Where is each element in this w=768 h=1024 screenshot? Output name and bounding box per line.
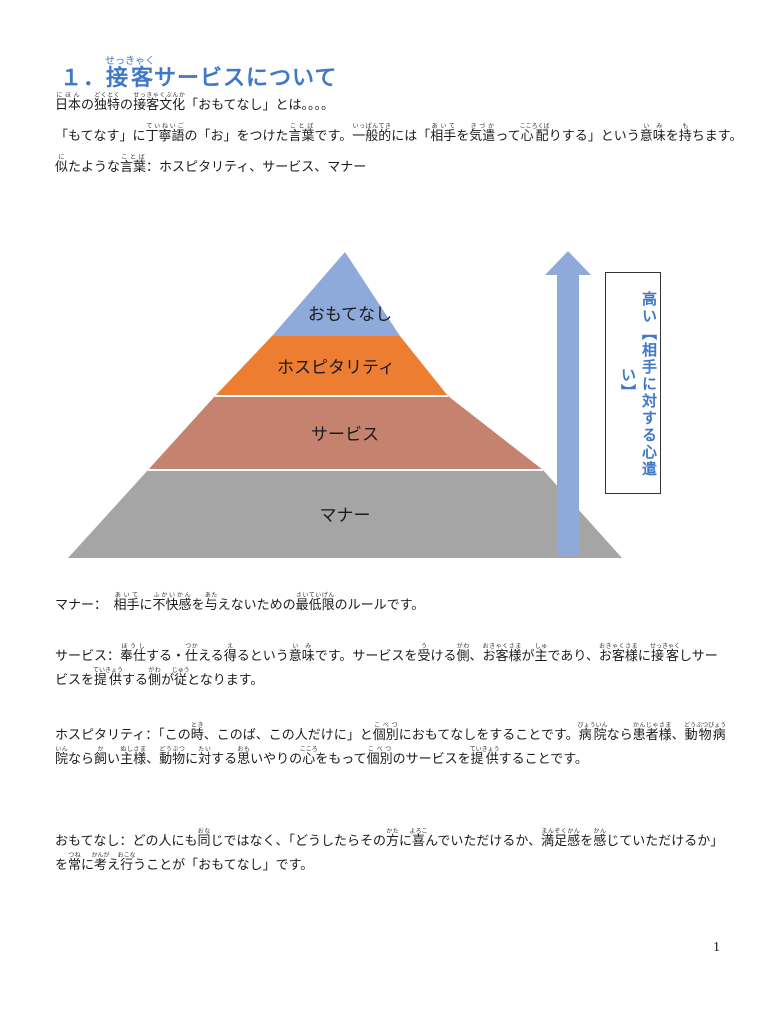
furigana-word: 患者様かんじゃさま bbox=[632, 722, 672, 743]
furigana-word: 持も bbox=[678, 123, 692, 144]
furigana-word: 一般的いっぱんてき bbox=[352, 123, 392, 144]
definition-manner: マナー： 相手あいてに不快感ふかいかんを与あたえないための最低限さいていげんのル… bbox=[55, 592, 425, 613]
pyramid-level-service bbox=[148, 396, 543, 470]
furigana-word: 奉仕ほうし bbox=[120, 643, 147, 664]
furigana-word: 不快感ふかいかん bbox=[152, 592, 192, 613]
side-label-box: 高い【相手に対する心遣い】 bbox=[605, 272, 661, 494]
furigana-word: 仕つか bbox=[185, 643, 199, 664]
furigana-word: 個別こべつ bbox=[372, 722, 399, 743]
pyramid-level-manner bbox=[68, 470, 622, 558]
title-rest: サービスについて bbox=[154, 66, 338, 91]
furigana-word: 方かた bbox=[386, 828, 400, 849]
furigana-word: 満足感まんぞくかん bbox=[541, 828, 581, 849]
furigana-word: 意味いみ bbox=[639, 123, 666, 144]
furigana-word: 独特どくとく bbox=[94, 92, 121, 113]
furigana-word: 考かんが bbox=[91, 852, 110, 873]
furigana-word: 常つね bbox=[68, 852, 82, 873]
furigana-word: 動物どうぶつ bbox=[159, 746, 186, 767]
definition-omotenashi: おもてなし：どの人にも同おなじではなく、「どうしたらその方かたに喜よろこんでいた… bbox=[55, 828, 724, 873]
definition-service: サービス：奉仕ほうしする・仕つかえる得えるという意味いみです。サービスを受うける… bbox=[55, 643, 718, 688]
furigana-word: 最低限さいていげん bbox=[295, 592, 335, 613]
furigana-word: 従じゅう bbox=[171, 667, 190, 688]
furigana-word: 接客文化せっきゃくぶんか bbox=[133, 92, 186, 113]
furigana-word: 行おこな bbox=[117, 852, 136, 873]
up-arrow-icon bbox=[545, 251, 591, 556]
furigana-word: 相手あいて bbox=[113, 592, 140, 613]
intro-line-1: 日本にほんの独特どくとくの接客文化せっきゃくぶんか「おもてなし」とは。。。。 bbox=[55, 92, 335, 113]
title-number: １． bbox=[60, 66, 107, 91]
section-title: １．接客せっきゃくサービスについて bbox=[60, 56, 337, 92]
furigana-word: 気遣きづか bbox=[469, 123, 496, 144]
definition-hospitality: ホスピタリティ：「この時とき、このば、この人だけに」と個別こべつにおもてなしをす… bbox=[55, 722, 727, 767]
intro-line-2: 「もてなす」に丁寧語ていねいごの「お」をつけた言葉ことばです。一般的いっぱんてき… bbox=[55, 123, 743, 144]
furigana-word: 提供ていきょう bbox=[469, 746, 500, 767]
furigana-word: お客様おきゃくさま bbox=[482, 643, 522, 664]
furigana-word: 同おな bbox=[197, 828, 211, 849]
furigana-word: 提供ていきょう bbox=[93, 667, 124, 688]
furigana-word: 接客せっきゃく bbox=[649, 643, 680, 664]
furigana-word: 丁寧語ていねいご bbox=[145, 123, 185, 144]
title-kanji: 接客せっきゃく bbox=[105, 56, 156, 91]
pyramid-label-manner: マナー bbox=[320, 506, 371, 526]
pyramid-label-service: サービス bbox=[311, 425, 379, 445]
furigana-word: 側がわ bbox=[148, 667, 162, 688]
furigana-word: 与あた bbox=[204, 592, 218, 613]
pyramid-label-hospitality: ホスピタリティ bbox=[277, 358, 395, 378]
furigana-word: 思おも bbox=[237, 746, 251, 767]
furigana-word: 言葉ことば bbox=[120, 154, 147, 175]
furigana-word: 病院びょういん bbox=[577, 722, 608, 743]
furigana-word: 動物病院どうぶつびょういん bbox=[55, 722, 727, 767]
furigana-word: 得え bbox=[223, 643, 237, 664]
furigana-word: 側がわ bbox=[456, 643, 470, 664]
page-number: 1 bbox=[713, 940, 720, 955]
furigana-word: 感かん bbox=[593, 828, 607, 849]
furigana-word: 喜よろこ bbox=[409, 828, 428, 849]
furigana-word: 個別こべつ bbox=[366, 746, 393, 767]
pyramid-level-omotenashi bbox=[272, 252, 400, 336]
furigana-word: 時とき bbox=[190, 722, 204, 743]
furigana-word: 主様ぬしさま bbox=[120, 746, 147, 767]
furigana-word: 心配こころくば bbox=[519, 123, 550, 144]
pyramid-level-hospitality bbox=[215, 336, 448, 396]
furigana-word: 日本にほん bbox=[55, 92, 82, 113]
furigana-word: 飼か bbox=[94, 746, 108, 767]
side-label-text: 高い【相手に対する心遣い】 bbox=[619, 290, 658, 478]
furigana-word: 心こころ bbox=[299, 746, 318, 767]
intro-line-3: 似にたような言葉ことば：ホスピタリティ、サービス、マナー bbox=[55, 154, 367, 175]
furigana-word: 意味いみ bbox=[288, 643, 315, 664]
furigana-word: 似に bbox=[55, 154, 69, 175]
furigana-word: 相手あいて bbox=[430, 123, 457, 144]
furigana-word: 対たい bbox=[198, 746, 212, 767]
furigana-word: 言葉ことば bbox=[288, 123, 315, 144]
pyramid-label-omotenashi: おもてなし bbox=[308, 305, 392, 325]
furigana-word: お客様おきゃくさま bbox=[598, 643, 638, 664]
furigana-word: 受う bbox=[417, 643, 431, 664]
furigana-word: 主しゅ bbox=[534, 643, 548, 664]
